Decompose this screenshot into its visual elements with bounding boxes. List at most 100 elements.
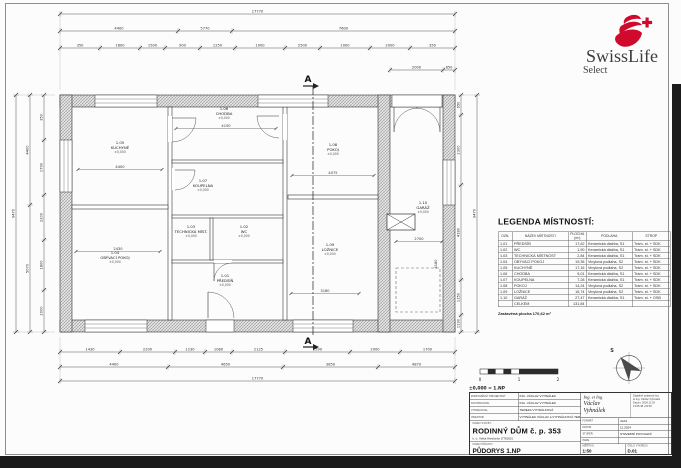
svg-text:1.03: 1.03 [187,224,196,229]
svg-text:1.08: 1.08 [329,142,338,147]
scale-and-number-row: MĚŘÍTKO 1:50 ČÍSLO VÝKRESU D.01 [581,444,671,454]
svg-text:2200: 2200 [39,212,43,222]
svg-text:A: A [305,75,312,85]
project-cadastre: k. ú. Velká Hleďsebe [778265] [472,437,513,441]
svg-text:1.05: 1.05 [116,140,125,145]
legend-header-cell: OZN. [498,231,513,241]
svg-text:1700: 1700 [423,347,433,351]
meta-label: STUPEŇ [581,431,619,437]
svg-text:17770: 17770 [252,9,264,13]
windows-and-doors [59,94,456,333]
svg-text:KOUPELNA: KOUPELNA [193,183,214,188]
title-block-row-label: INVESTOR [470,414,519,421]
signature-digital-note: Digitálně podepsal Ing.et Ing. Václav Vy… [631,393,671,418]
svg-text:4400: 4400 [114,26,124,30]
title-block-meta-row: PARE [581,437,671,444]
svg-text:4400: 4400 [109,362,119,366]
title-block-row-value: TEREZA VYHNÁLKOVÁ [519,408,554,413]
signature-note-line: Digitálně podepsal Ing. [633,394,660,398]
signature-name-line: Vyhnálek [583,406,606,414]
meta-value: 4xA4 [620,419,628,423]
svg-text:WC: WC [241,229,248,234]
signature-name-line: Václav [583,399,601,407]
svg-text:1430: 1430 [85,347,95,351]
room-labels: 1.01PŘEDSÍŇ±0,0001.02WC±0,0001.03TECHNIC… [100,106,430,287]
svg-text:5070: 5070 [25,263,29,273]
title-block-row-value: ING. VÁCLAV VYHNÁLEK [519,401,557,406]
drawing-name: PŮDORYS 1.NP [472,447,521,455]
legend-header-cell: NÁZEV MÍSTNOSTI [512,231,569,241]
svg-text:4150: 4150 [221,124,231,128]
svg-text:4400: 4400 [25,145,29,155]
svg-text:2125: 2125 [254,347,263,351]
svg-text:4180: 4180 [434,259,438,269]
svg-text:4650: 4650 [221,362,231,366]
drawing-name-box: NÁZEV PŘÍLOHY: PŮDORYS 1.NP [470,442,581,455]
project-name-caption: NÁZEV STAVBY: [472,422,492,425]
svg-text:±0,000: ±0,000 [114,150,125,154]
legend-footnote: Zastavěná plocha 170,62 m² [498,311,551,317]
legend-cell [632,300,671,307]
svg-text:1.10: 1.10 [419,200,428,205]
svg-text:5770: 5770 [200,26,210,30]
legend-cell: 131,84 [568,300,587,307]
svg-text:±0,000 = 1.NP: ±0,000 = 1.NP [469,386,506,392]
plan-symbols [386,213,441,313]
svg-text:2590: 2590 [313,347,323,351]
svg-text:4870: 4870 [412,362,422,366]
svg-text:2430: 2430 [113,247,123,251]
meta-value: 11.2024 [620,425,631,430]
svg-text:1.06: 1.06 [220,106,229,111]
swisslife-logo-svg: SwissLife Select [583,14,658,76]
legend-header-cell: PLOCHA (m²) [568,231,587,241]
svg-text:±0,000: ±0,000 [324,252,335,256]
svg-text:1.01: 1.01 [221,273,230,278]
signature-note-line: 13:05:48 +01'00' [633,405,653,409]
svg-text:POKOJ: POKOJ [327,147,339,152]
svg-text:±0,000: ±0,000 [417,210,428,214]
project-name: RODINNÝ DŮM č. p. 353 [472,427,562,436]
signature-name-line: Ing. et Ing. [583,394,604,400]
svg-text:±0,000: ±0,000 [219,283,230,287]
svg-text:KUCHYNĚ: KUCHYNĚ [111,145,130,150]
legend-header-cell: PODLAHA [586,231,633,241]
svg-text:TECHNICKÁ MÍST.: TECHNICKÁ MÍST. [174,229,208,234]
title-block-row-label: ZODPOVĚDNÝ PROJEKTANT [470,393,519,400]
scan-background-bottom [0,456,681,468]
svg-text:1.09: 1.09 [326,242,335,247]
svg-text:900: 900 [179,43,187,47]
meta-label: DATUM [581,424,619,431]
svg-text:3850: 3850 [326,362,336,366]
svg-text:PŘEDSÍŇ: PŘEDSÍŇ [217,278,234,283]
svg-text:±0,000: ±0,000 [109,260,120,264]
project-name-box: NÁZEV STAVBY: RODINNÝ DŮM č. p. 353 k. ú… [470,421,581,442]
svg-text:1800: 1800 [39,260,43,270]
svg-text:1790: 1790 [39,162,43,172]
svg-text:OBÝVACÍ POKOJ: OBÝVACÍ POKOJ [100,255,129,260]
drawing-number-cell: ČÍSLO VÝKRESU D.01 [626,444,671,454]
legend-title: LEGENDA MÍSTNOSTÍ: [498,217,595,227]
scan-background-right [672,84,681,468]
walls [59,94,456,333]
